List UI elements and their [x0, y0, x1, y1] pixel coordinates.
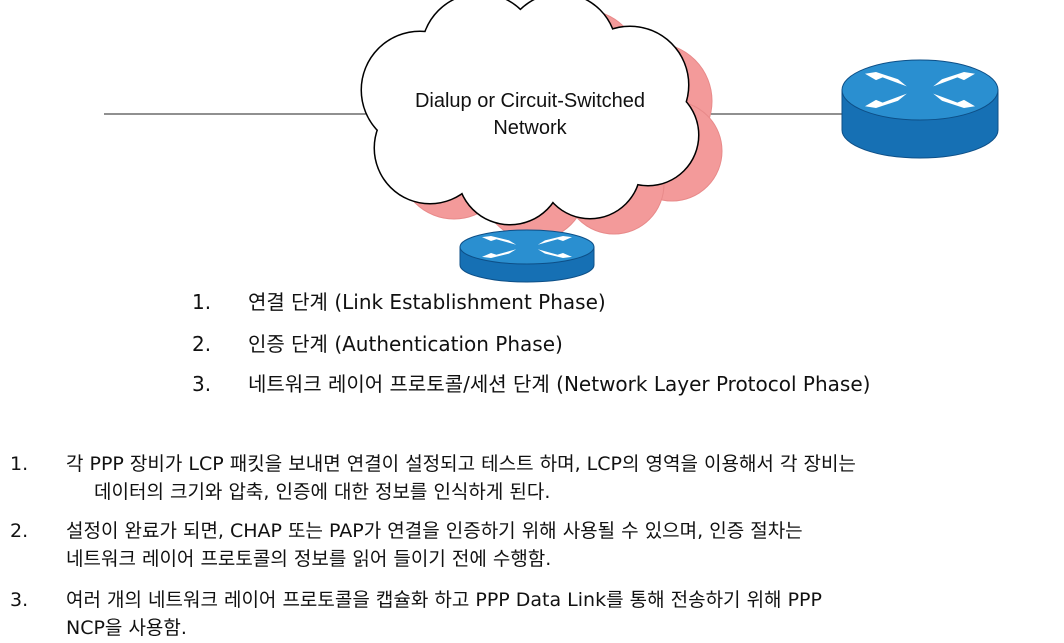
description-number: 3. [10, 589, 29, 611]
cloud-label-line: Dialup or Circuit-Switched [414, 90, 646, 112]
network-diagram [104, 0, 999, 283]
phase-number: 1. [192, 290, 212, 314]
cloud-label: Dialup or Circuit-Switched Network [370, 88, 690, 142]
description-line: 여러 개의 네트워크 레이어 프로토콜을 캡슐화 하고 PPP Data Lin… [66, 589, 822, 611]
phase-text: 인증 단계 (Authentication Phase) [248, 332, 563, 356]
description-line: 각 PPP 장비가 LCP 패킷을 보내면 연결이 설정되고 테스트 하며, L… [66, 453, 856, 475]
description-line: 네트워크 레이어 프로토콜의 정보를 읽어 들이기 전에 수행함. [66, 548, 552, 570]
description-line: NCP을 사용함. [66, 617, 187, 639]
phase-text: 네트워크 레이어 프로토콜/세션 단계 (Network Layer Proto… [248, 372, 871, 396]
phase-number: 2. [192, 332, 212, 356]
description-number: 1. [10, 453, 29, 475]
router-icon [459, 229, 595, 283]
phase-number: 3. [192, 372, 212, 396]
description-line: 설정이 완료가 되면, CHAP 또는 PAP가 연결을 인증하기 위해 사용될… [66, 520, 803, 542]
description-line: 데이터의 크기와 압축, 인증에 대한 정보를 인식하게 된다. [94, 481, 551, 503]
router-icon [841, 59, 999, 159]
phase-text: 연결 단계 (Link Establishment Phase) [248, 290, 606, 314]
cloud-label-line: Network [493, 117, 567, 139]
description-number: 2. [10, 520, 29, 542]
